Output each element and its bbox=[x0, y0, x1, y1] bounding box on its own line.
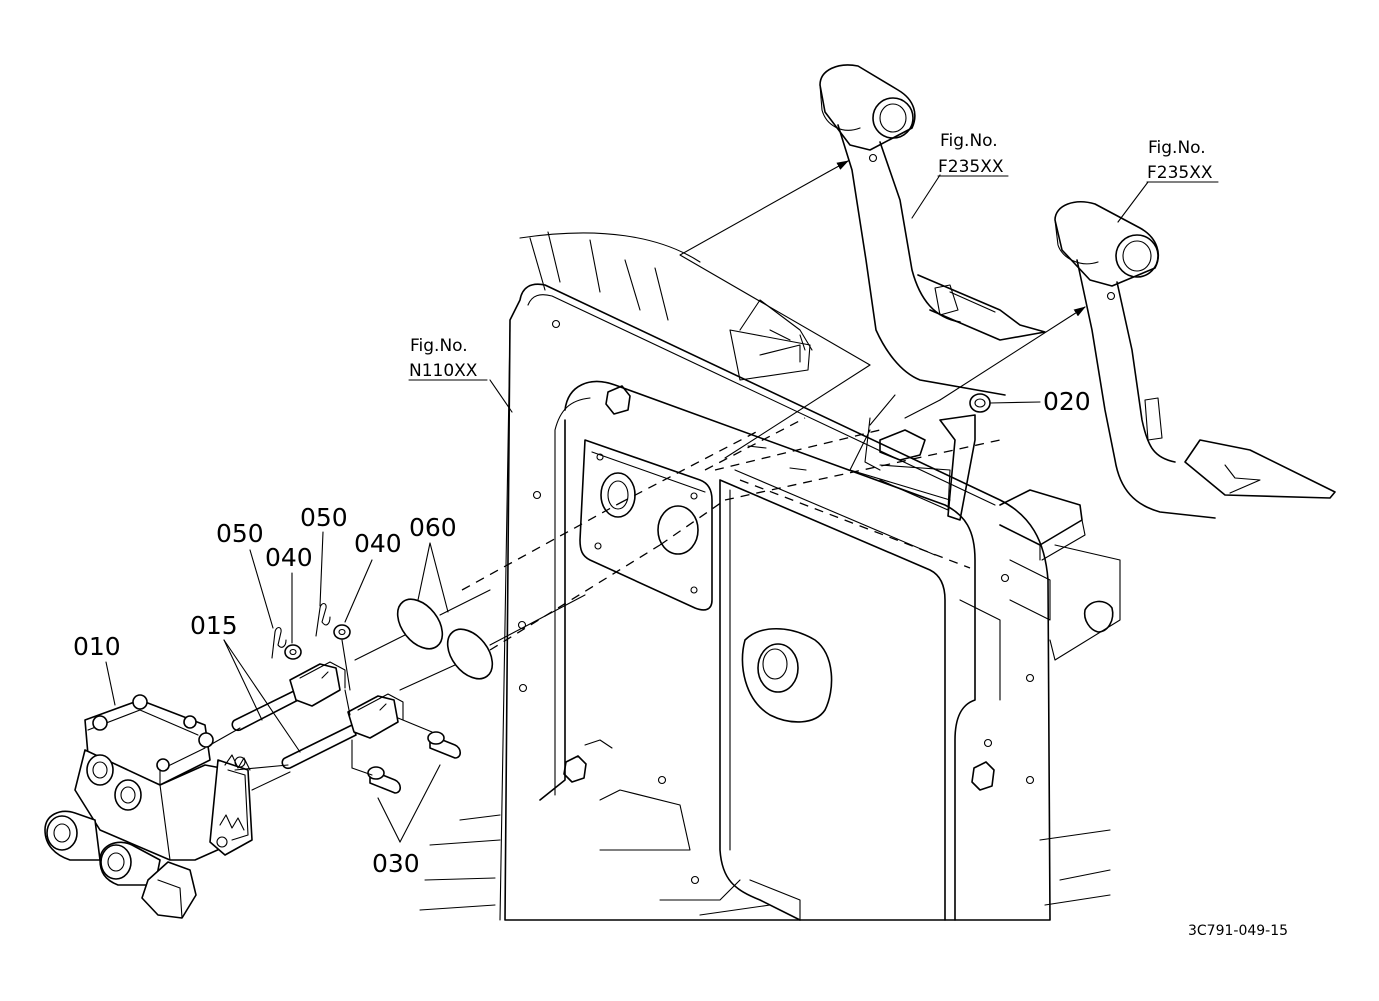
figure-ref-pedal-top: Fig.No. F235XX bbox=[937, 131, 1009, 177]
clevis-pins bbox=[351, 717, 462, 794]
fig-ref-line2: F235XX bbox=[1147, 163, 1213, 183]
part-label-050-right: 050 bbox=[300, 503, 348, 532]
reference-arrows bbox=[679, 160, 1086, 459]
o-rings bbox=[354, 589, 586, 691]
fig-ref-line2: F235XX bbox=[938, 157, 1004, 177]
clevises bbox=[289, 661, 404, 769]
figure-ref-pedal-right: Fig.No. F235XX bbox=[1146, 138, 1219, 183]
figure-ref-panel: Fig.No. N110XX bbox=[408, 336, 488, 381]
part-label-040-right: 040 bbox=[354, 529, 402, 558]
frame-background bbox=[419, 231, 1111, 916]
brake-pedal-right bbox=[1054, 201, 1336, 519]
part-label-040-left: 040 bbox=[265, 543, 313, 572]
brake-pedal-left bbox=[819, 64, 1046, 396]
dash-panel bbox=[499, 283, 1121, 921]
alignment-lines bbox=[461, 417, 1001, 651]
snap-pins bbox=[271, 602, 331, 659]
nut-020 bbox=[969, 393, 1041, 413]
master-cylinder bbox=[44, 694, 253, 919]
fig-ref-line1: Fig.No. bbox=[1148, 138, 1206, 158]
washers bbox=[284, 624, 351, 691]
part-label-020: 020 bbox=[1043, 387, 1091, 416]
drawing-code: 3C791-049-15 bbox=[1188, 923, 1288, 939]
part-label-030: 030 bbox=[372, 849, 420, 878]
part-label-050-left: 050 bbox=[216, 519, 264, 548]
push-rods bbox=[209, 687, 357, 791]
fig-ref-line1: Fig.No. bbox=[410, 336, 468, 356]
fig-ref-line2: N110XX bbox=[409, 361, 478, 381]
part-label-010: 010 bbox=[73, 632, 121, 661]
part-label-060: 060 bbox=[409, 513, 457, 542]
fig-ref-line1: Fig.No. bbox=[940, 131, 998, 151]
leader-lines bbox=[105, 174, 1149, 843]
part-label-015: 015 bbox=[190, 611, 238, 640]
